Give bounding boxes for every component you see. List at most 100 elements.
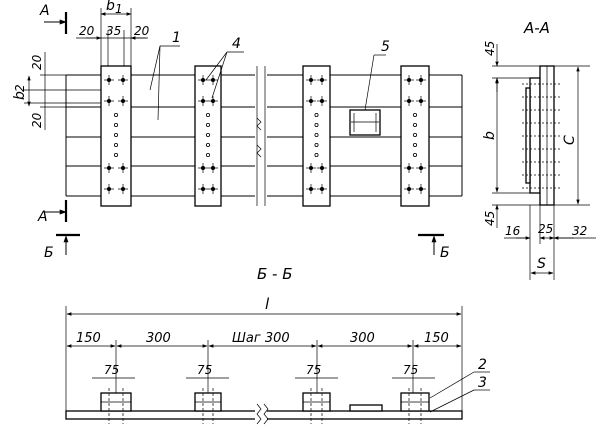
section-crossbars	[100, 388, 430, 424]
dim-35: 35	[106, 24, 121, 38]
dim-b-vertical: b	[482, 131, 498, 140]
crossbar-1	[100, 65, 132, 207]
fastener-dot	[320, 187, 324, 191]
dim-300-left: 300	[146, 331, 171, 346]
nail-hole	[314, 123, 319, 128]
crossbar-2	[194, 65, 222, 207]
fastener-dot	[309, 166, 313, 170]
nail-hole	[205, 113, 210, 118]
nail-hole	[412, 152, 417, 157]
callout-4: 4	[232, 36, 241, 52]
nail-hole	[114, 142, 119, 147]
dim-45-bottom: 45	[483, 211, 497, 226]
section-aa-view: A-A 45 b 45 C 16 25 32	[482, 19, 596, 280]
nail-hole	[412, 132, 417, 137]
fastener-dot	[419, 187, 423, 191]
callout-3: 3	[478, 375, 487, 391]
nail-hole	[412, 142, 417, 147]
dim-32: 32	[572, 224, 587, 238]
dim-b2-letter: b	[12, 91, 28, 100]
plan-break-line	[255, 66, 267, 206]
fastener-dot	[320, 78, 324, 82]
dim-length-l: l	[265, 295, 270, 313]
callout-2: 2	[478, 357, 487, 373]
nail-hole	[412, 123, 417, 128]
fastener-dot	[121, 78, 125, 82]
nail-hole	[114, 152, 119, 157]
nail-hole	[205, 142, 210, 147]
fastener-dot	[407, 99, 411, 103]
fastener-dot	[107, 166, 111, 170]
nail-hole	[205, 123, 210, 128]
nail-hole	[314, 132, 319, 137]
marking-plate	[349, 109, 381, 136]
dim-b2-subscript: 2	[13, 84, 27, 92]
dim-25: 25	[538, 222, 553, 236]
fastener-dot	[320, 99, 324, 103]
fastener-dot	[107, 99, 111, 103]
callout-1: 1	[172, 30, 181, 46]
fastener-dot	[107, 187, 111, 191]
fastener-dot	[211, 187, 215, 191]
fastener-dot	[121, 187, 125, 191]
fastener-dot	[407, 187, 411, 191]
dim-b1-subscript: 1	[115, 2, 123, 16]
fastener-dot	[211, 99, 215, 103]
fastener-dot	[309, 99, 313, 103]
fastener-dot	[419, 78, 423, 82]
nail-hole	[314, 152, 319, 157]
nail-hole	[205, 132, 210, 137]
section-b-marker: Б Б	[44, 233, 450, 261]
nail-hole	[114, 123, 119, 128]
section-aa-title: A-A	[523, 19, 550, 37]
dim-c-vertical: C	[562, 135, 578, 145]
nail-hole	[314, 113, 319, 118]
fastener-dot	[201, 187, 205, 191]
dim-20-vertical-top: 20	[30, 54, 44, 70]
dim-45-top: 45	[483, 41, 497, 56]
fastener-dot	[407, 78, 411, 82]
dim-20-left: 20	[79, 24, 95, 38]
fastener-dot	[121, 99, 125, 103]
fastener-dot	[419, 166, 423, 170]
dim-s: S	[537, 256, 546, 272]
dim-20-vertical-bottom: 20	[30, 112, 44, 128]
fastener-dot	[320, 166, 324, 170]
fastener-dot	[211, 78, 215, 82]
dim-b1-letter: b	[106, 0, 115, 14]
dim-20-right: 20	[134, 24, 150, 38]
fastener-dot	[407, 166, 411, 170]
nail-hole	[205, 152, 210, 157]
crossbar-4	[400, 65, 430, 207]
section-b-label-left: Б	[44, 245, 54, 261]
fastener-dot	[201, 78, 205, 82]
section-bb-title: Б - Б	[257, 265, 293, 283]
dim-75-1: 75	[104, 363, 119, 377]
dim-300-right: 300	[350, 331, 375, 346]
fastener-dot	[309, 187, 313, 191]
dim-step-300: Шаг 300	[232, 331, 290, 346]
nail-hole	[412, 113, 417, 118]
nail-hole	[314, 142, 319, 147]
nail-hole	[114, 113, 119, 118]
fastener-dot	[309, 78, 313, 82]
section-a-label-bottom: A	[37, 209, 48, 225]
fastener-dot	[201, 166, 205, 170]
fastener-dot	[201, 99, 205, 103]
dim-150-left: 150	[76, 331, 101, 346]
dim-b2: b 2 20 20	[12, 52, 101, 130]
nail-hole	[114, 132, 119, 137]
dim-75-2: 75	[197, 363, 212, 377]
dim-75-3: 75	[306, 363, 321, 377]
dim-75-4: 75	[403, 363, 418, 377]
dim-150-right: 150	[424, 331, 449, 346]
dim-16: 16	[505, 224, 521, 238]
fastener-dot	[419, 99, 423, 103]
fasteners	[104, 75, 426, 194]
fastener-dot	[211, 166, 215, 170]
crossbar-3	[302, 65, 331, 207]
section-bb-view: Б - Б l 150 300 Шаг 300 300 150 75 75 75…	[65, 265, 490, 425]
plan-view: A A Б Б b 1 20 35 20	[12, 0, 463, 261]
callouts-plan: 1 4 5	[149, 30, 390, 121]
